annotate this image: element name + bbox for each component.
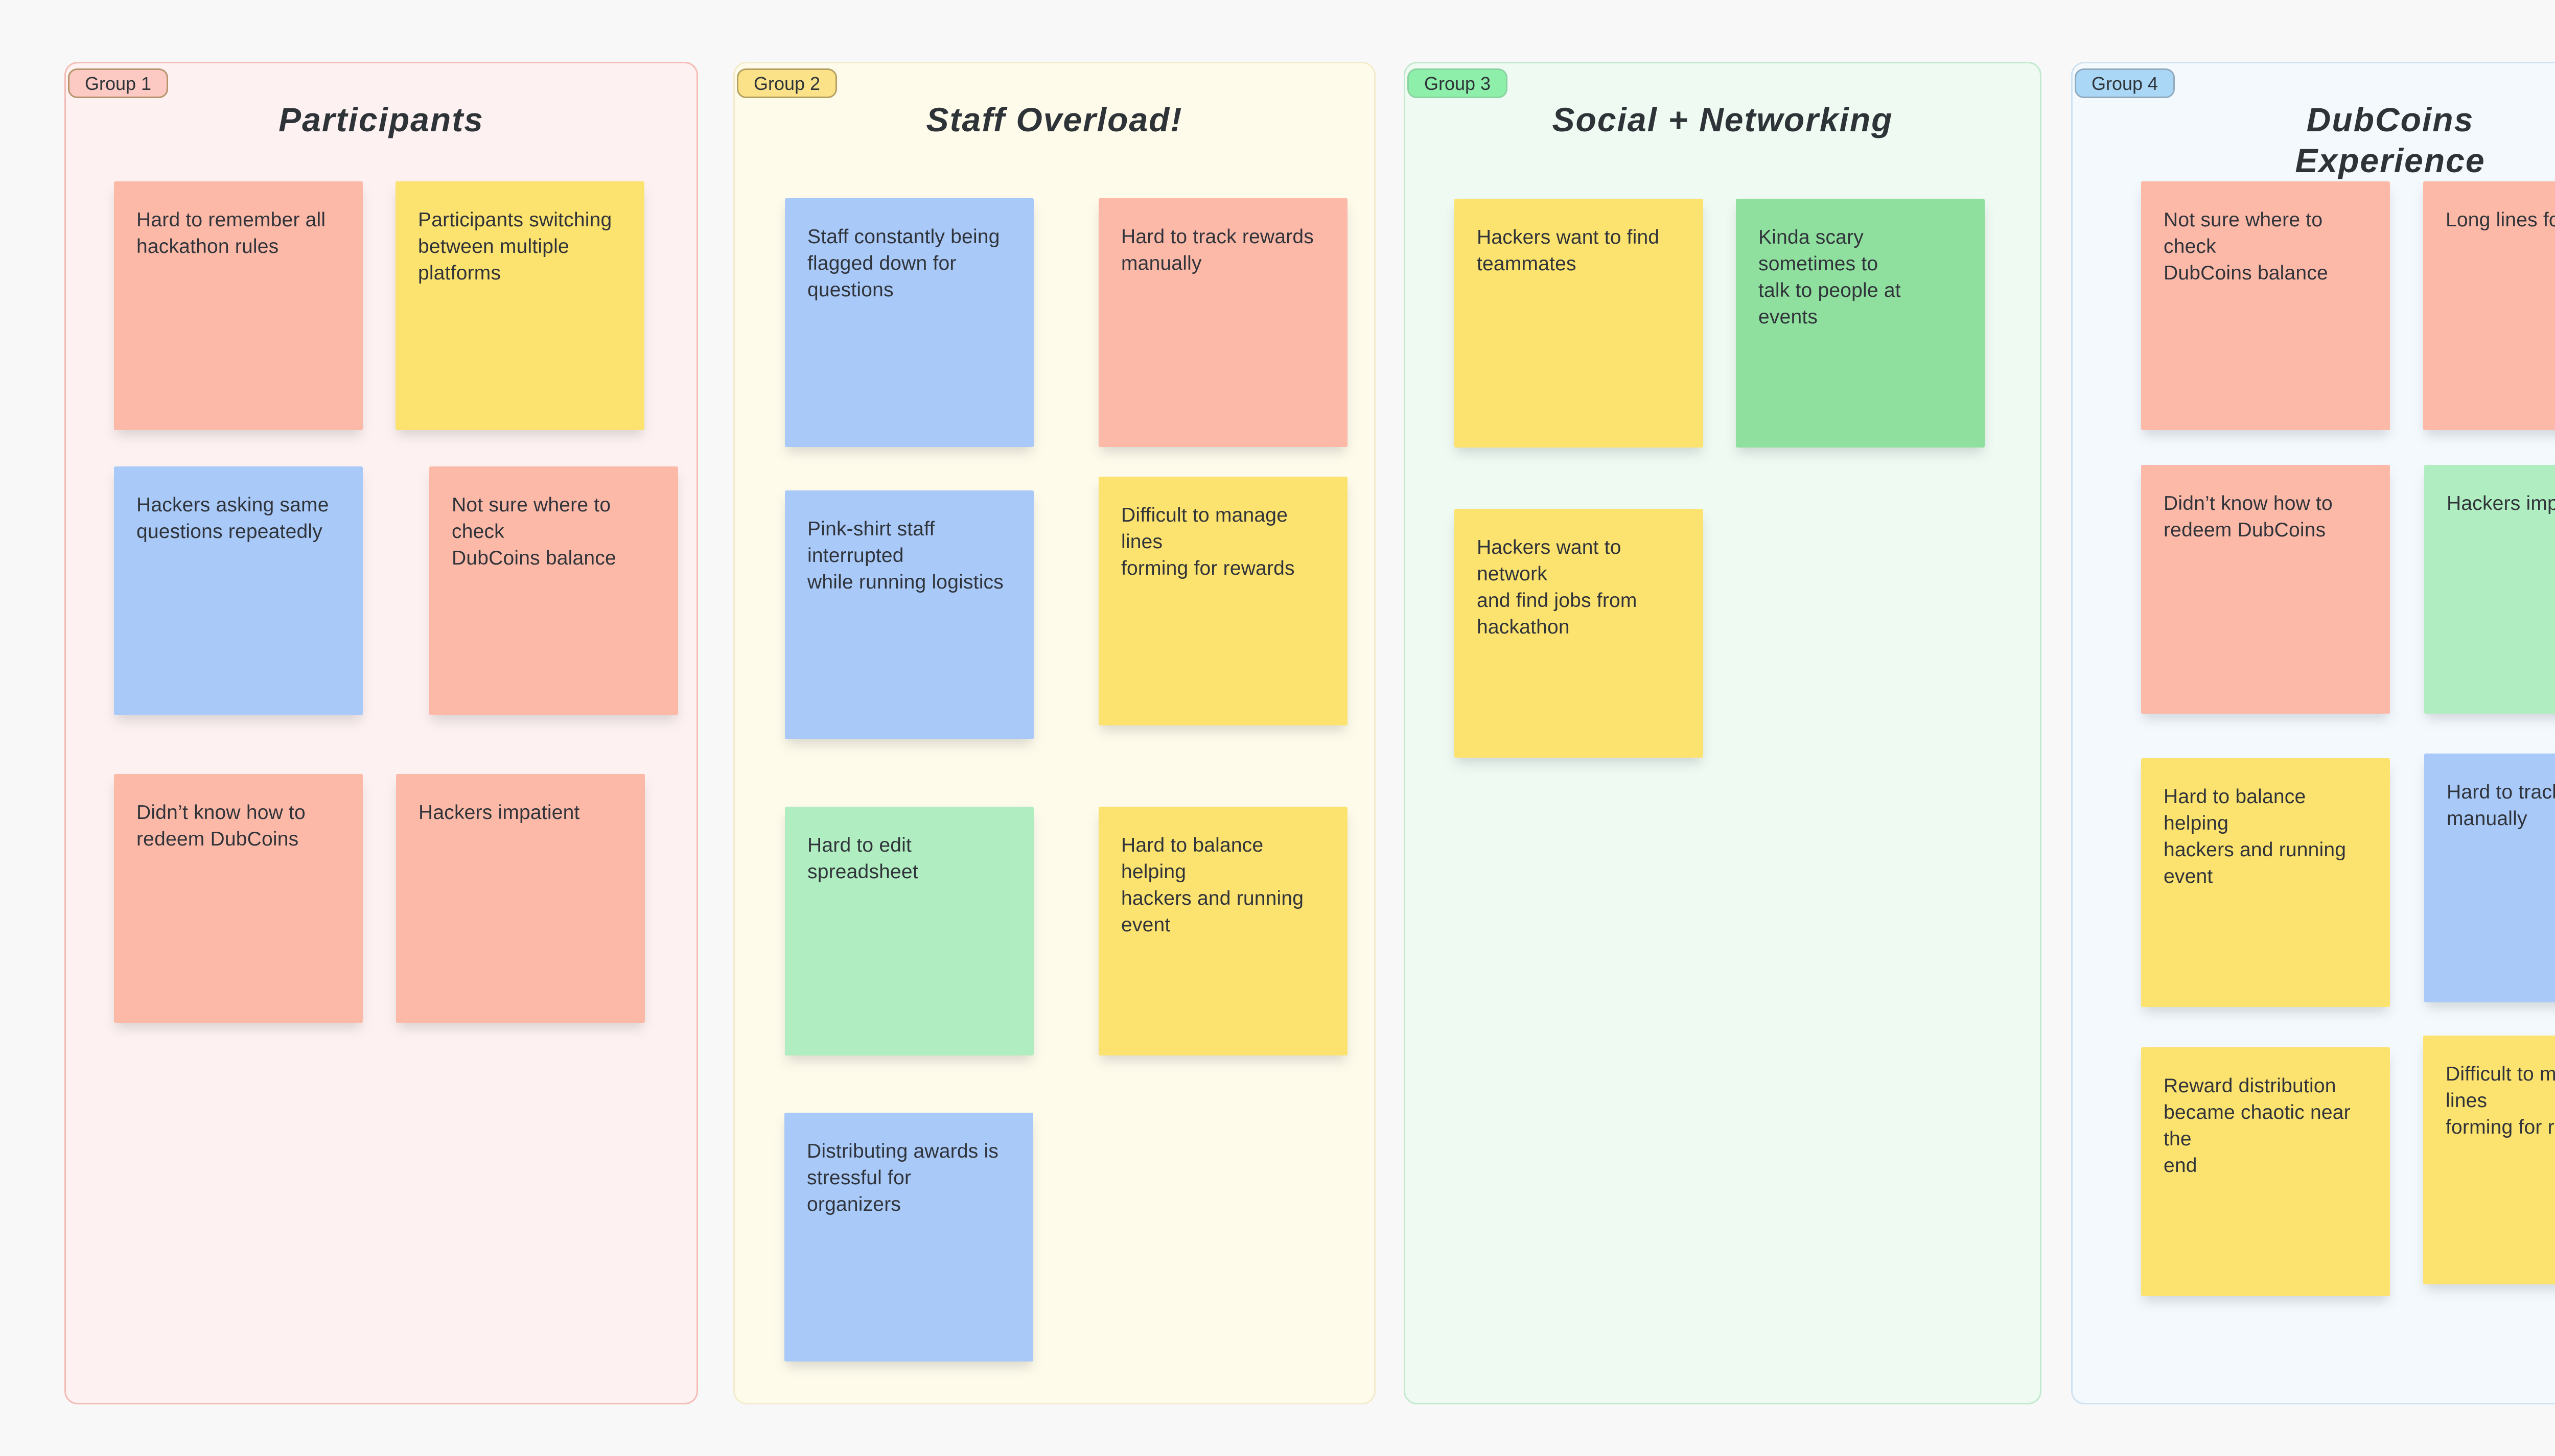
sticky-note[interactable]: Didn’t know how to redeem DubCoins	[2141, 465, 2390, 714]
sticky-note[interactable]: Participants switching between multiple …	[396, 181, 644, 430]
sticky-note-text: Hard to remember all hackathon rules	[136, 209, 326, 257]
sticky-note[interactable]: Hard to balance helping hackers and runn…	[1099, 807, 1348, 1055]
sticky-note[interactable]: Difficult to manage lines forming for re…	[2423, 1036, 2555, 1284]
sticky-note[interactable]: Kinda scary sometimes to talk to people …	[1736, 199, 1985, 448]
sticky-note-text: Hard to edit spreadsheet	[807, 834, 918, 883]
group-section-2[interactable]: Group 2 Staff Overload! Staff constantly b…	[733, 62, 1376, 1404]
sticky-note[interactable]: Hackers asking same questions repeatedly	[114, 466, 363, 715]
sticky-note-text: Hackers impatient	[419, 802, 580, 824]
group-badge-2[interactable]: Group 2	[737, 68, 838, 98]
sticky-note-text: Hackers want to find teammates	[1477, 226, 1660, 275]
sticky-note-text: Not sure where to check DubCoins balance	[452, 494, 616, 569]
sticky-note-text: Kinda scary sometimes to talk to people …	[1758, 226, 1901, 328]
sticky-note-text: Hard to balance helping hackers and runn…	[1121, 834, 1304, 936]
sticky-note[interactable]: Not sure where to check DubCoins balance	[429, 466, 678, 715]
sticky-note[interactable]: Distributing awards is stressful for org…	[784, 1113, 1033, 1361]
sticky-note-text: Difficult to manage lines forming for re…	[1121, 504, 1295, 579]
group-badge-3[interactable]: Group 3	[1407, 68, 1508, 98]
sticky-note[interactable]: Staff constantly being flagged down for …	[785, 198, 1034, 447]
sticky-note[interactable]: Hard to track rewards manually	[2424, 754, 2555, 1002]
group-badge-4[interactable]: Group 4	[2075, 68, 2175, 98]
sticky-note-text: Hackers want to network and find jobs fr…	[1477, 536, 1637, 638]
sticky-note[interactable]: Hard to track rewards manually	[1099, 198, 1348, 447]
group-title[interactable]: Staff Overload!	[926, 101, 1183, 138]
group-title[interactable]: Social + Networking	[1552, 101, 1893, 138]
sticky-note-text: Long lines for prizes	[2446, 209, 2555, 231]
sticky-note[interactable]: Hard to remember all hackathon rules	[114, 181, 363, 430]
sticky-note-text: Distributing awards is stressful for org…	[807, 1140, 999, 1215]
group-title[interactable]: Participants	[278, 101, 484, 138]
sticky-note-text: Not sure where to check DubCoins balance	[2164, 209, 2328, 284]
group-badge-1[interactable]: Group 1	[68, 68, 169, 98]
sticky-note-text: Hard to balance helping hackers and runn…	[2164, 786, 2347, 887]
sticky-note[interactable]: Reward distribution became chaotic near …	[2141, 1047, 2390, 1296]
sticky-note-text: Hard to track rewards manually	[1121, 226, 1314, 274]
sticky-note[interactable]: Didn’t know how to redeem DubCoins	[114, 774, 363, 1023]
sticky-note[interactable]: Hackers impatient	[2424, 465, 2555, 714]
sticky-note[interactable]: Not sure where to check DubCoins balance	[2141, 181, 2390, 430]
sticky-note[interactable]: Difficult to manage lines forming for re…	[1099, 477, 1348, 725]
sticky-note[interactable]: Hard to edit spreadsheet	[785, 807, 1034, 1055]
sticky-note[interactable]: Hackers want to network and find jobs fr…	[1454, 509, 1703, 758]
sticky-note[interactable]: Hackers impatient	[396, 774, 645, 1023]
sticky-note-text: Staff constantly being flagged down for …	[807, 226, 1000, 301]
sticky-note-text: Hackers asking same questions repeatedly	[136, 494, 329, 543]
sticky-note-text: Participants switching between multiple …	[418, 209, 612, 284]
group-title[interactable]: DubCoins Experience	[2295, 101, 2486, 179]
sticky-note[interactable]: Hackers want to find teammates	[1454, 199, 1703, 448]
sticky-note[interactable]: Pink-shirt staff interrupted while runni…	[785, 490, 1034, 739]
sticky-note-text: Hard to track rewards manually	[2447, 781, 2555, 830]
sticky-note-text: Hackers impatient	[2447, 492, 2555, 514]
sticky-note-text: Didn’t know how to redeem DubCoins	[136, 802, 306, 850]
sticky-note-text: Pink-shirt staff interrupted while runni…	[807, 518, 1004, 593]
sticky-note-text: Difficult to manage lines forming for re…	[2446, 1063, 2555, 1138]
sticky-note[interactable]: Hard to balance helping hackers and runn…	[2141, 758, 2390, 1007]
sticky-note-text: Reward distribution became chaotic near …	[2164, 1075, 2351, 1177]
sticky-note-text: Didn’t know how to redeem DubCoins	[2164, 492, 2333, 541]
sticky-note[interactable]: Long lines for prizes	[2423, 181, 2555, 430]
